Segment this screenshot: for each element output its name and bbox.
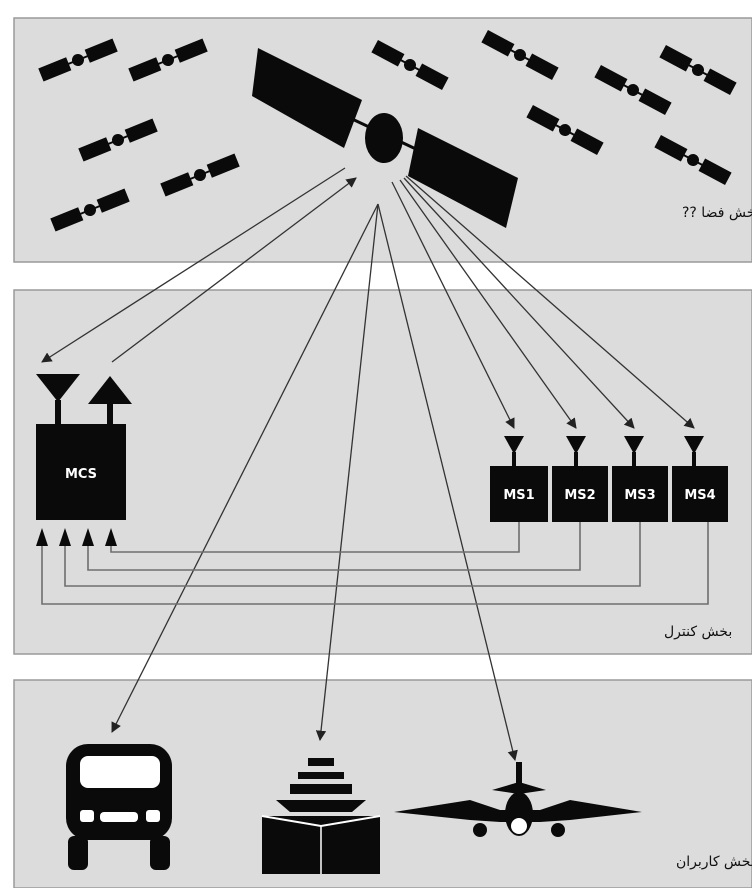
space-segment-label: بخش فضا ??: [682, 205, 752, 221]
mcs-input-arrow: [59, 528, 71, 546]
mcs-input-arrow: [82, 528, 94, 546]
control-segment-label: بخش کنترل: [664, 624, 732, 640]
user-segment-label: بخش کاربران: [676, 854, 752, 870]
monitor-station-box: [612, 466, 668, 522]
data-link: [41, 522, 709, 605]
antenna-icon: [624, 436, 644, 454]
antenna-icon: [684, 436, 704, 454]
antenna-icon: [88, 376, 132, 426]
data-link: [87, 522, 581, 571]
mcs-label: MCS: [65, 467, 97, 482]
mcs-box: [36, 424, 126, 520]
monitor-station-box: [552, 466, 608, 522]
truck-icon: [66, 744, 172, 870]
mcs-input-arrow: [36, 528, 48, 546]
antenna-icon: [504, 436, 524, 454]
data-link: [110, 522, 520, 553]
airplane-icon: [394, 762, 642, 837]
monitor-station-label: MS2: [564, 488, 595, 503]
monitor-station-label: MS4: [684, 488, 715, 503]
monitor-station-box: [672, 466, 728, 522]
mcs-input-arrow: [105, 528, 117, 546]
ship-icon: [261, 758, 381, 874]
antenna-icon: [36, 374, 80, 426]
main-satellite-icon: [252, 48, 518, 228]
monitor-station-label: MS1: [503, 488, 534, 503]
monitor-station-box: [490, 466, 548, 522]
data-link: [64, 522, 641, 587]
monitor-station-label: MS3: [624, 488, 655, 503]
antenna-icon: [566, 436, 586, 454]
